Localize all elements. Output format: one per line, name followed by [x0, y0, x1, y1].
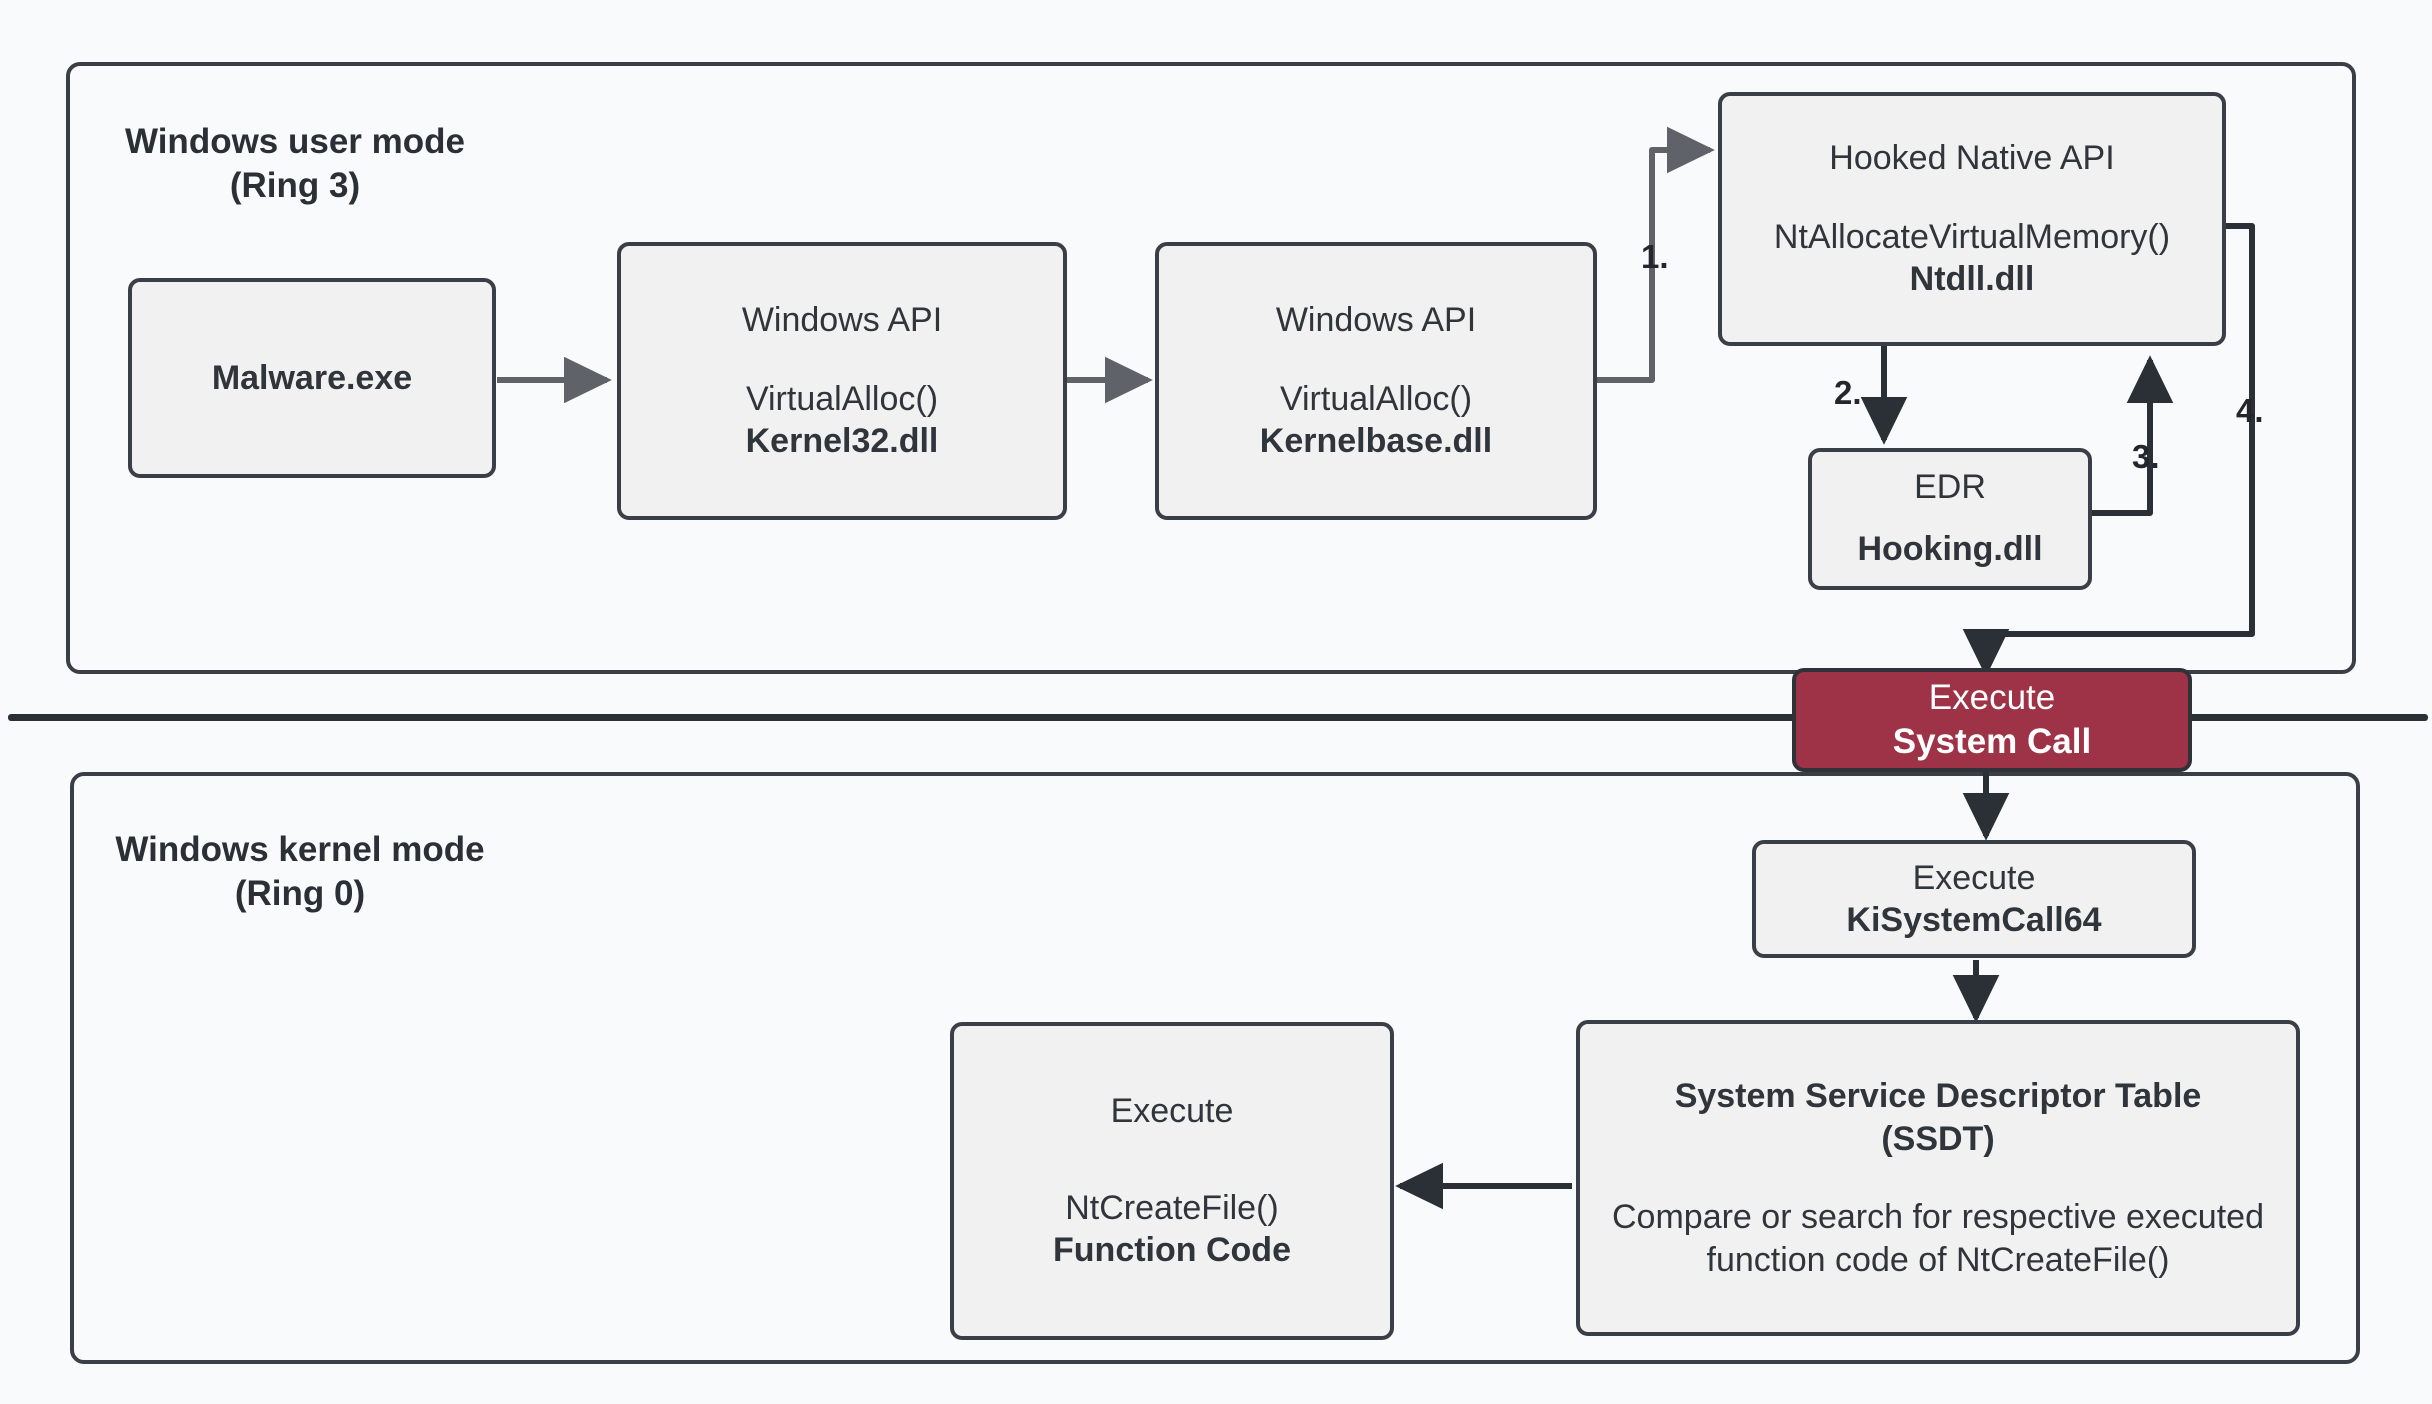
node-execute-function-code[interactable]: Execute NtCreateFile() Function Code	[950, 1022, 1394, 1340]
node-ssdt-line2: (SSDT)	[1881, 1119, 1995, 1158]
node-hooked-native-api[interactable]: Hooked Native API NtAllocateVirtualMemor…	[1718, 92, 2226, 346]
node-kisyscall-line3: KiSystemCall64	[1846, 901, 2102, 939]
node-hooked-native-api-line1: Hooked Native API	[1829, 139, 2115, 178]
node-kernelbase[interactable]: Windows API VirtualAlloc() Kernelbase.dl…	[1155, 242, 1597, 520]
node-kernel32[interactable]: Windows API VirtualAlloc() Kernel32.dll	[617, 242, 1067, 520]
node-kernel32-line3: Kernel32.dll	[745, 422, 939, 461]
zone-kernel-mode-label: Windows kernel mode(Ring 0)	[115, 830, 485, 913]
zone-kernel-mode	[70, 772, 2360, 1364]
step-label-1: 1.	[1641, 238, 1669, 275]
zone-user-mode	[66, 62, 2356, 674]
node-edr-hooking-dll[interactable]: EDR Hooking.dll	[1808, 448, 2092, 590]
step-label-4: 4.	[2236, 392, 2264, 429]
node-malware-exe-title: Malware.exe	[211, 358, 413, 397]
node-funccode-line3: Function Code	[1053, 1231, 1291, 1270]
node-hooked-native-api-line2: NtAllocateVirtualMemory()	[1773, 217, 2171, 256]
link-3-edr-to-ntdll	[2088, 355, 2174, 516]
node-kernelbase-line3: Kernelbase.dll	[1259, 422, 1493, 461]
node-ssdt[interactable]: System Service Descriptor Table (SSDT) C…	[1576, 1020, 2300, 1336]
link-1-kernelbase-to-ntdll	[1596, 126, 1715, 383]
step-label-3: 3.	[2132, 438, 2160, 475]
user-kernel-boundary-line	[8, 714, 2428, 721]
node-funccode-line1: Execute	[1110, 1092, 1234, 1131]
step-label-2: 2.	[1834, 374, 1862, 411]
node-execute-system-call[interactable]: Execute System Call	[1792, 668, 2192, 772]
node-edr-line1: EDR	[1914, 468, 1986, 506]
node-hooked-native-api-line3: Ntdll.dll	[1909, 260, 2035, 299]
zone-user-mode-label: Windows user mode(Ring 3)	[124, 122, 465, 205]
node-malware-exe[interactable]: Malware.exe	[128, 278, 496, 478]
node-kernelbase-line2: VirtualAlloc()	[1279, 379, 1473, 418]
node-edr-line3: Hooking.dll	[1857, 529, 2043, 568]
node-kernel32-line2: VirtualAlloc()	[745, 379, 939, 418]
node-kernel32-line1: Windows API	[741, 301, 943, 340]
node-system-call-line1: Execute	[1928, 678, 2056, 718]
node-execute-kisystemcall64[interactable]: Execute KiSystemCall64	[1752, 840, 2196, 958]
node-ssdt-line1: System Service Descriptor Table	[1674, 1077, 2202, 1115]
link-4-ntdll-to-syscall	[1962, 223, 2255, 677]
node-system-call-line3: System Call	[1892, 722, 2092, 761]
node-kernelbase-line1: Windows API	[1275, 301, 1477, 340]
node-ssdt-description: Compare or search for respective execute…	[1612, 1198, 2264, 1279]
node-funccode-line2: NtCreateFile()	[1065, 1188, 1279, 1227]
node-kisyscall-line1: Execute	[1912, 858, 2036, 897]
